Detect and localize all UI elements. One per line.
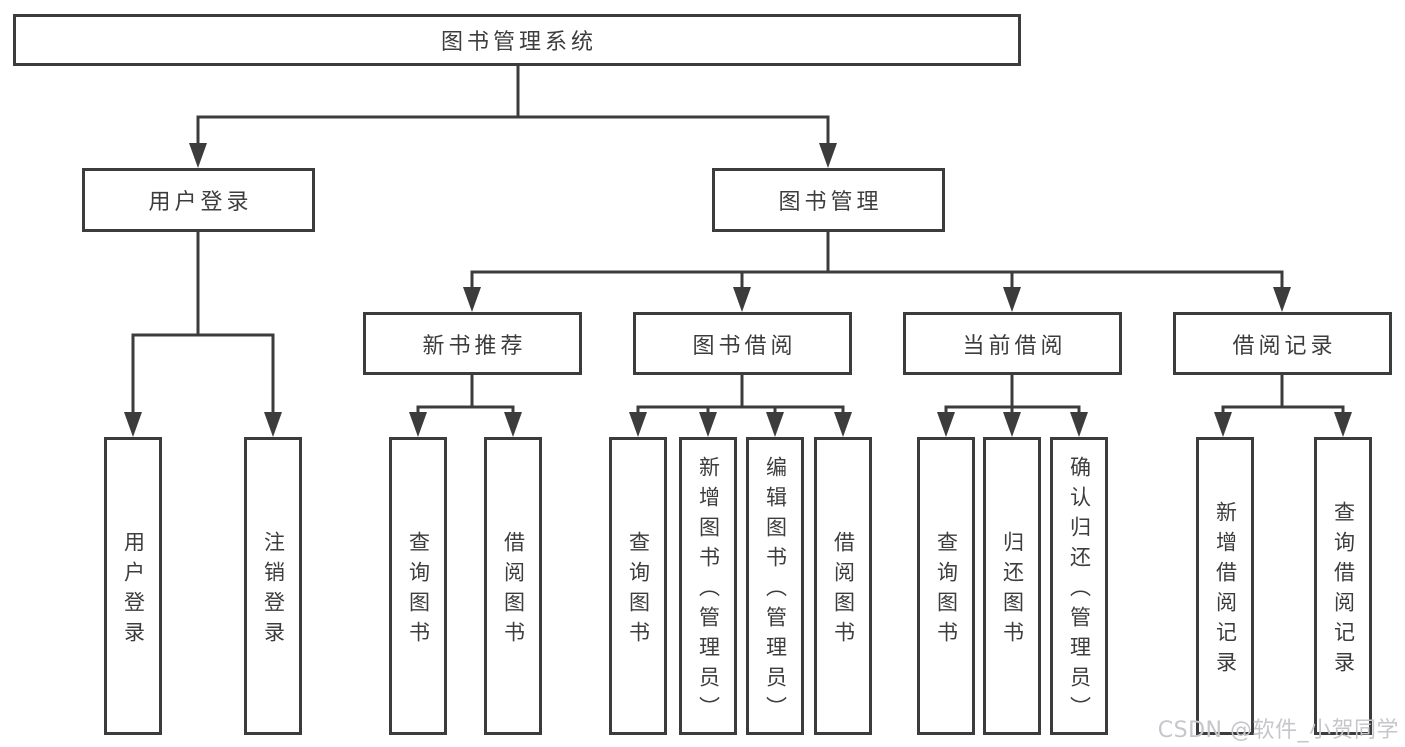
node-book-borrowing: 图书借阅	[633, 312, 852, 375]
node-library-management-system: 图书管理系统	[13, 14, 1021, 66]
leaf-edit-book-admin: 编辑图书（管理员）	[746, 437, 804, 735]
leaf-add-book-admin: 新增图书（管理员）	[679, 437, 737, 735]
watermark: CSDN @软件_小贺同学	[1157, 718, 1399, 743]
leaf-query-borrowing-record: 查询借阅记录	[1314, 437, 1372, 735]
leaf-logout: 注销登录	[244, 437, 302, 735]
leaf-borrow-books-recommend: 借阅图书	[484, 437, 542, 735]
node-book-management: 图书管理	[712, 168, 945, 232]
leaf-query-books-current: 查询图书	[917, 437, 975, 735]
node-new-book-recommendation: 新书推荐	[363, 312, 582, 375]
leaf-user-login: 用户登录	[104, 437, 162, 735]
leaf-confirm-return-admin: 确认归还（管理员）	[1050, 437, 1108, 735]
leaf-query-books-recommend: 查询图书	[389, 437, 447, 735]
node-user-login: 用户登录	[82, 168, 315, 232]
node-borrowing-records: 借阅记录	[1173, 312, 1392, 375]
node-current-borrowing: 当前借阅	[903, 312, 1122, 375]
leaf-query-books-borrowing: 查询图书	[609, 437, 667, 735]
leaf-borrow-books-borrowing: 借阅图书	[814, 437, 872, 735]
leaf-add-borrowing-record: 新增借阅记录	[1196, 437, 1254, 735]
leaf-return-books: 归还图书	[983, 437, 1041, 735]
